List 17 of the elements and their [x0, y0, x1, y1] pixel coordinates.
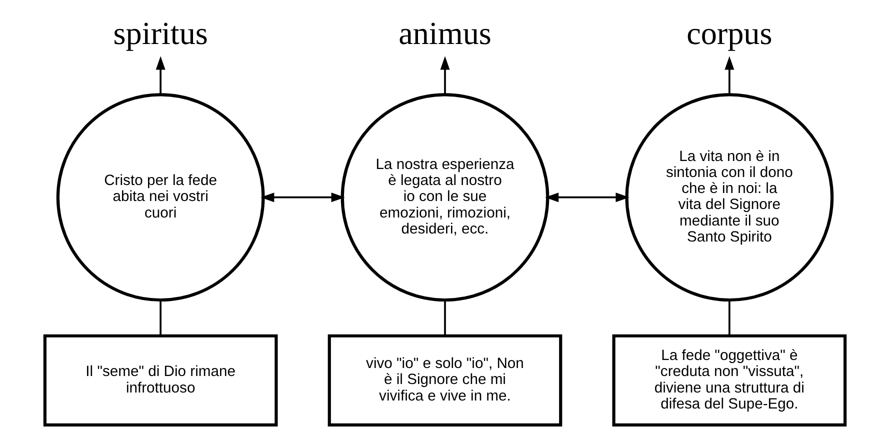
node-text: animus: [398, 14, 491, 51]
connector: [728, 300, 730, 336]
node-circle: La vita non è in sintonia con il dono che è in noi: la vita del Signore mediante il suo Santo Spirito: [624, 93, 834, 302]
arrow: [260, 192, 344, 202]
node-text: spiritus: [112, 14, 208, 51]
node-box: vivo "io" e solo "io", Non è il Signore che mi vivifica e vive in me.: [327, 334, 562, 426]
node-circle: Cristo per la fede abita nei vostri cuori: [56, 93, 264, 302]
node-box: Il "seme" di Dio rimane infrottuoso: [42, 334, 278, 426]
node-circle: La nostra esperienza è legata al nostro io con le sue emozioni, rimozioni, desideri, ecc.: [340, 93, 549, 302]
node-box: La fede "oggettiva" è "creduta non "vissuta", diviene una struttura di difesa del Supe-Ego.: [612, 334, 846, 426]
arrow: [155, 56, 165, 95]
connector: [444, 300, 446, 336]
connector: [159, 300, 161, 336]
arrow: [724, 56, 734, 95]
node-text: corpus: [686, 14, 772, 51]
arrow: [440, 56, 450, 95]
arrow: [544, 192, 629, 202]
